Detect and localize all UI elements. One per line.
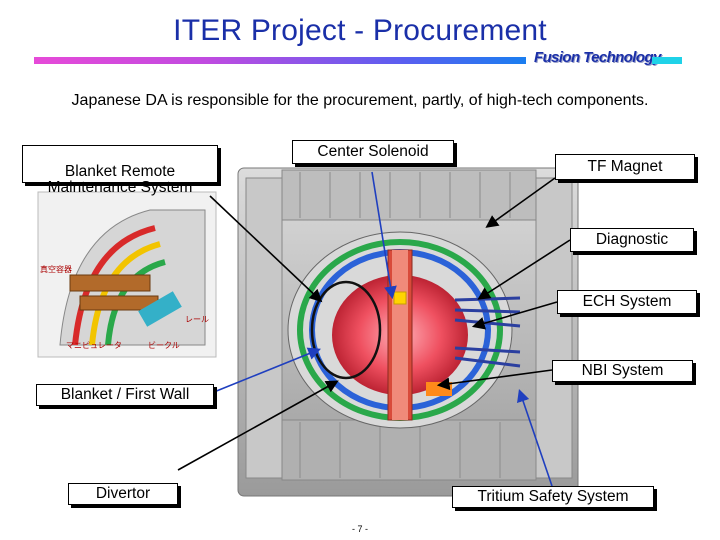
callout-tritium-label: Tritium Safety System <box>477 488 629 505</box>
callout-blanket-first-wall: Blanket / First Wall <box>36 384 214 406</box>
callout-center-solenoid: Center Solenoid <box>292 140 454 164</box>
pointer-tf-magnet <box>485 177 556 228</box>
remote-maintenance-inset: 真空容器 レール マニピュレータ ビークル <box>37 191 217 358</box>
callout-blanket-first-wall-label: Blanket / First Wall <box>60 386 190 403</box>
pointer-ech <box>471 301 558 330</box>
callout-nbi-label: NBI System <box>581 362 664 379</box>
callout-ech-system: ECH System <box>557 290 697 314</box>
callout-divertor: Divertor <box>68 483 178 505</box>
inset-label-manipulator: マニピュレータ <box>66 341 122 350</box>
callout-blanket-remote-label: Blanket Remote Maintenance System <box>47 163 193 196</box>
callout-nbi-system: NBI System <box>552 360 693 382</box>
page-title: ITER Project - Procurement <box>173 14 547 47</box>
callout-tritium-safety-system: Tritium Safety System <box>452 486 654 508</box>
page-subtitle: Japanese DA is responsible for the procu… <box>71 92 649 109</box>
callout-blanket-remote-maintenance: Blanket Remote Maintenance System <box>22 145 218 196</box>
inset-label-vacuum-vessel: 真空容器 <box>40 264 72 274</box>
inset-label-rail: レール <box>185 315 209 324</box>
inset-label-vehicle: ビークル <box>148 341 180 350</box>
pointer-nbi <box>436 369 553 391</box>
pointer-diagnostic <box>477 239 571 300</box>
callout-center-solenoid-label: Center Solenoid <box>317 143 429 160</box>
title-underline <box>34 57 526 64</box>
callout-divertor-label: Divertor <box>95 485 151 502</box>
pointer-blanket-first-wall <box>213 347 321 393</box>
pointer-center-solenoid <box>371 171 397 300</box>
title-underline-end <box>652 57 682 64</box>
pointer-divertor <box>177 380 339 471</box>
pointer-tritium <box>517 388 553 487</box>
callout-pointers <box>177 171 571 487</box>
pointer-blanket-remote <box>209 195 323 303</box>
page-number: - 7 - <box>351 524 368 534</box>
fusion-technology-logo: Fusion Technology <box>534 49 661 66</box>
callout-tf-magnet: TF Magnet <box>555 154 695 180</box>
callout-diagnostic-label: Diagnostic <box>595 231 669 248</box>
callout-diagnostic: Diagnostic <box>570 228 694 252</box>
callout-ech-label: ECH System <box>582 293 672 310</box>
callout-tf-magnet-label: TF Magnet <box>587 158 663 175</box>
tokamak-illustration <box>237 167 579 497</box>
